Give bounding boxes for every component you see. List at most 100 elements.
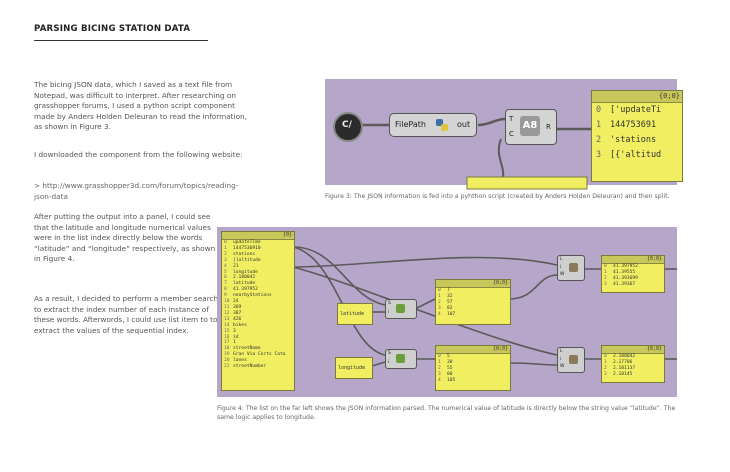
- port-s[interactable]: S: [388, 301, 391, 306]
- csharp-icon: C/: [342, 120, 352, 130]
- longitude-label: longitude: [338, 365, 366, 371]
- port-c[interactable]: C: [509, 130, 514, 138]
- port-w[interactable]: W: [560, 272, 565, 277]
- panel-header: {0}: [222, 232, 294, 240]
- text-split-icon: A8: [520, 116, 540, 136]
- panel-row: 0['updateTi: [596, 105, 662, 115]
- member-index-icon: [396, 354, 405, 363]
- figure3-caption: Figure 3: The JSON information is fed in…: [325, 193, 670, 200]
- port-s[interactable]: S: [388, 351, 391, 356]
- list-item-icon: [569, 263, 578, 272]
- panel-header: {0;0}: [436, 346, 510, 354]
- panel-header: {0;0}: [602, 256, 664, 264]
- member-index-longitude[interactable]: S i: [385, 349, 417, 369]
- title-underline: [34, 40, 208, 41]
- list-item-icon: [569, 355, 578, 364]
- port-i[interactable]: i: [388, 360, 390, 365]
- member-index-latitude[interactable]: S i: [385, 299, 417, 319]
- page-title: PARSING BICING STATION DATA: [34, 24, 191, 34]
- member-index-icon: [396, 304, 405, 313]
- port-t[interactable]: T: [509, 115, 514, 123]
- out-label: out: [457, 120, 471, 129]
- list-item-latitude[interactable]: L i W: [557, 255, 585, 281]
- paragraph-panel-output: After putting the output into a panel, I…: [34, 212, 216, 264]
- latitude-string-panel[interactable]: latitude: [337, 303, 373, 325]
- port-l[interactable]: L: [560, 257, 563, 262]
- paragraph-member-search: As a result, I decided to perform a memb…: [34, 294, 219, 335]
- forum-link[interactable]: > http://www.grasshopper3d.com/forum/top…: [34, 181, 239, 201]
- port-l[interactable]: L: [560, 349, 563, 354]
- panel-header: {0;0}: [592, 91, 682, 103]
- panel-header: {0;0}: [602, 346, 664, 354]
- filepath-component[interactable]: FilePath out: [389, 113, 477, 137]
- figure3-canvas: C/ FilePath out T C A8 R {0;0} 0['update…: [325, 79, 683, 190]
- figure3-wires: [347, 117, 591, 190]
- latitude-label: latitude: [340, 311, 365, 317]
- list-item: 3[]altitude: [224, 257, 261, 263]
- text-split-component[interactable]: T C A8 R: [505, 109, 557, 145]
- port-i[interactable]: i: [560, 265, 562, 270]
- port-w[interactable]: W: [560, 364, 565, 369]
- panel-header: {0;0}: [436, 280, 510, 288]
- figure4-caption: Figure 4: The list on the far left shows…: [217, 405, 676, 421]
- longitude-string-panel[interactable]: longitude: [335, 357, 373, 379]
- list-item-longitude[interactable]: L i W: [557, 347, 585, 373]
- paragraph-download: I downloaded the component from the foll…: [34, 150, 243, 159]
- panel-row: 2'stations: [596, 135, 657, 145]
- port-r[interactable]: R: [546, 123, 551, 131]
- filepath-label: FilePath: [395, 120, 426, 129]
- csharp-component[interactable]: C/: [333, 112, 363, 142]
- port-i[interactable]: i: [388, 310, 390, 315]
- python-icon: [435, 118, 449, 132]
- panel-row: 3[{'altitud: [596, 150, 662, 160]
- paragraph-intro: The bicing JSON data, which I saved as a…: [34, 80, 247, 132]
- port-i[interactable]: i: [560, 357, 562, 362]
